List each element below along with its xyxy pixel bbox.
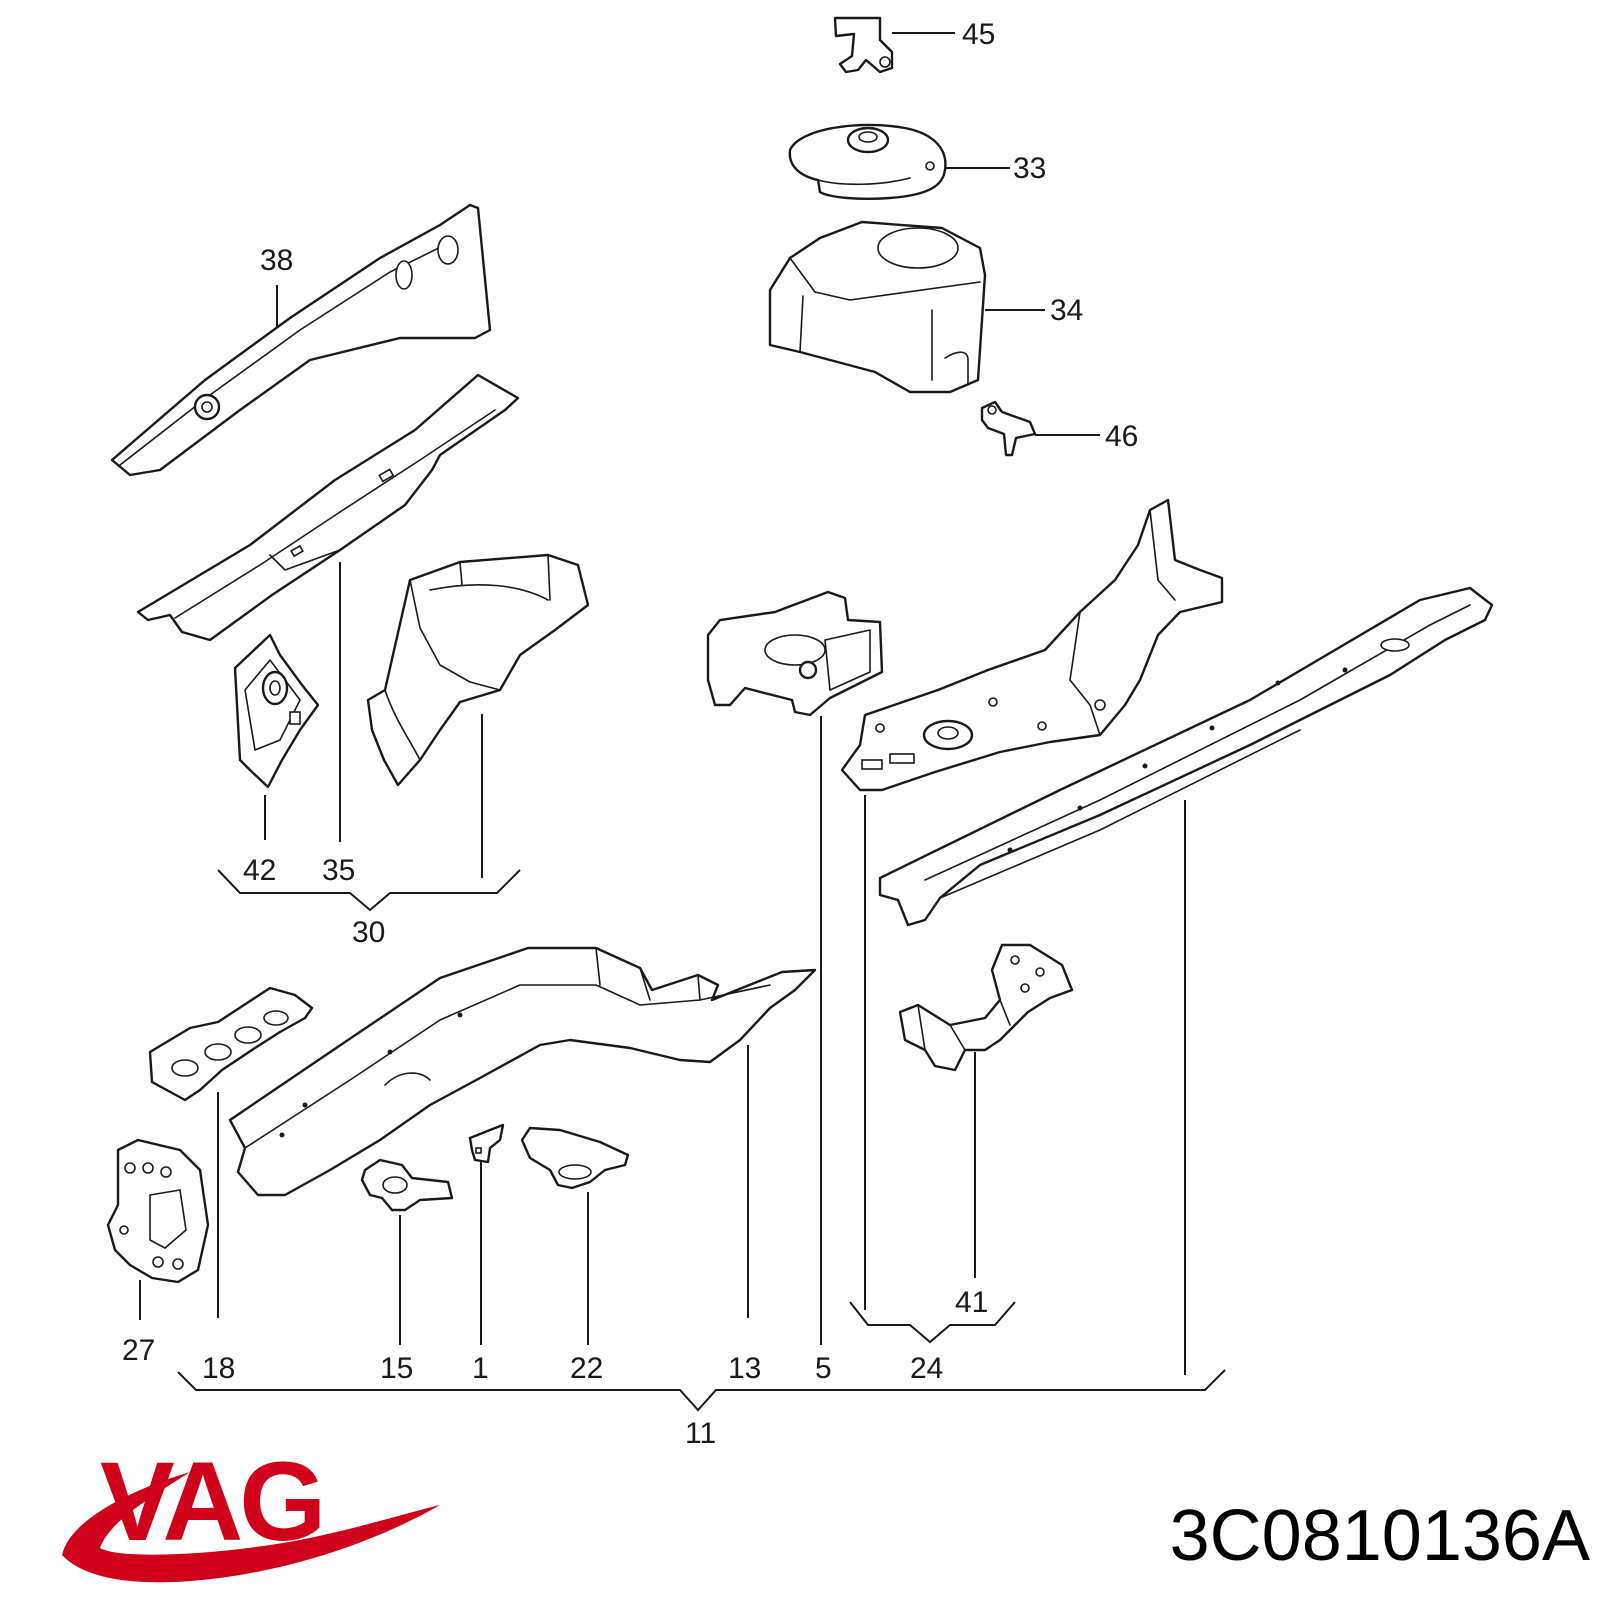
callout-15: 15: [380, 1352, 413, 1385]
callout-42: 42: [243, 854, 276, 887]
callout-38: 38: [260, 244, 293, 277]
callout-46: 46: [1105, 420, 1138, 453]
callout-41: 41: [955, 1286, 988, 1319]
logo-swoosh: [62, 1472, 440, 1583]
part-30: [366, 553, 590, 878]
part-22: [520, 1126, 630, 1345]
callout-18: 18: [202, 1352, 235, 1385]
part-13: [228, 946, 817, 1318]
callout-33: 33: [1013, 152, 1046, 185]
part-1: [468, 1123, 505, 1345]
part-5: [706, 590, 884, 1345]
bracket-11: [177, 1369, 1226, 1412]
part-41: [898, 943, 1074, 1278]
part-35: [136, 373, 520, 842]
callout-24: 24: [910, 1352, 943, 1385]
part-side-rail: [878, 586, 1494, 1375]
callout-labels: 45 33 34 46 38 42 35 30 27 18 15 1 22 13…: [122, 18, 1138, 1450]
bracket-30: [217, 869, 521, 912]
part-33: [788, 123, 1010, 200]
callout-1: 1: [472, 1352, 489, 1385]
callout-30: 30: [352, 916, 385, 949]
part-27: [106, 1138, 210, 1320]
part-number: 3C0810136A: [1170, 1496, 1590, 1576]
callout-22: 22: [570, 1352, 603, 1385]
part-46: [980, 400, 1100, 457]
callout-13: 13: [728, 1352, 761, 1385]
part-18: [148, 986, 314, 1318]
callout-11: 11: [685, 1417, 716, 1450]
logo-text: VAG: [100, 1439, 322, 1564]
part-15: [360, 1158, 454, 1345]
part-38: [110, 203, 492, 477]
bracket-24: [849, 1301, 1016, 1344]
part-24: [840, 498, 1224, 1310]
callout-45: 45: [962, 18, 995, 51]
callout-5: 5: [815, 1352, 832, 1385]
part-42: [233, 633, 320, 840]
vag-logo: VAG: [62, 1439, 440, 1583]
callout-27: 27: [122, 1334, 155, 1367]
callout-34: 34: [1050, 294, 1083, 327]
callout-35: 35: [322, 854, 355, 887]
part-34: [768, 220, 1045, 394]
part-45: [833, 16, 955, 74]
